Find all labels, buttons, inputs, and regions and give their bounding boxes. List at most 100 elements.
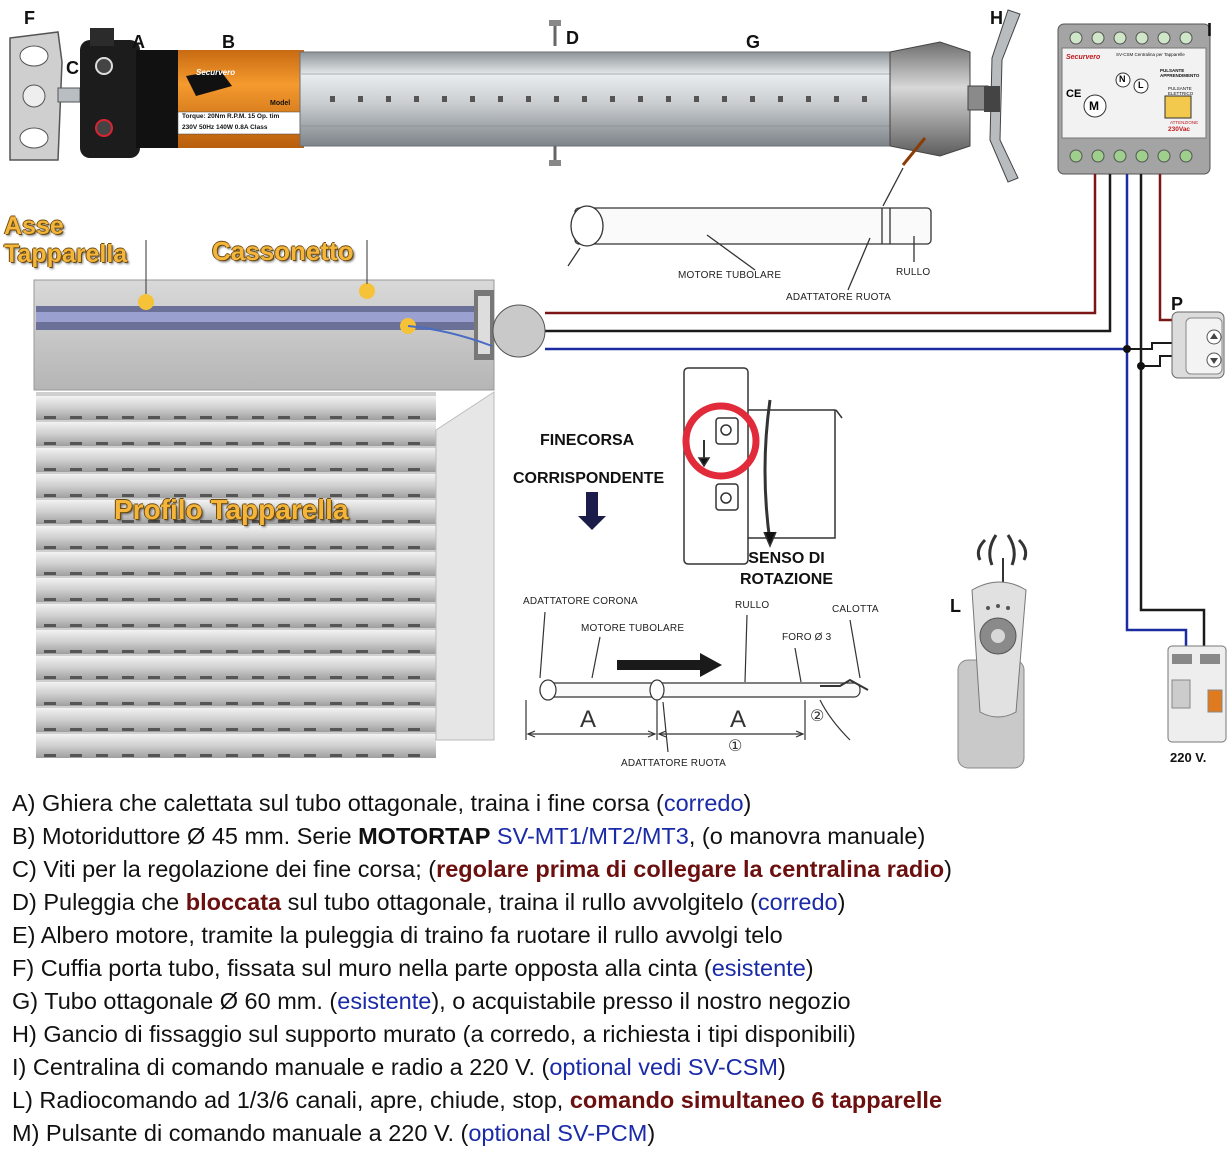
legend-text: ), o acquistabile presso il nostro negoz…	[431, 988, 851, 1014]
tube-hole	[498, 96, 503, 102]
shutter-slat-slot	[252, 624, 264, 627]
shutter-slat-slot	[382, 754, 394, 757]
terminal-screw	[1135, 149, 1149, 163]
shutter-slat-slot	[70, 520, 82, 523]
shutter-slat-slot	[304, 546, 316, 549]
motor-brand: Securvero	[196, 68, 236, 77]
shutter-slat-slot	[252, 598, 264, 601]
shutter-slat-slot	[148, 468, 160, 471]
legend: A) Ghiera che calettata sul tubo ottagon…	[12, 787, 1222, 1150]
shutter-slat-slot	[226, 728, 238, 731]
shutter-slat-slot	[252, 572, 264, 575]
shutter-slat-slot	[96, 754, 108, 757]
legend-text: , (o manovra manuale)	[688, 823, 926, 849]
asm-foro: FORO Ø 3	[782, 632, 832, 643]
shutter-slat-slot	[122, 416, 134, 419]
shutter-slat-slot	[70, 546, 82, 549]
shutter-slat-slot	[122, 520, 134, 523]
shutter-slat-slot	[356, 442, 368, 445]
legend-text: optional SV-PCM	[468, 1120, 648, 1146]
shutter-slat-slot	[278, 572, 290, 575]
legend-row: F) Cuffia porta tubo, fissata sul muro n…	[12, 952, 1222, 985]
shutter-slat-slot	[96, 728, 108, 731]
shutter-slat-slot	[278, 650, 290, 653]
legend-text: L) Radiocomando ad 1/3/6 canali, apre, c…	[12, 1087, 570, 1113]
label-cassonetto: Cassonetto	[212, 236, 354, 266]
terminal-screw	[1179, 31, 1193, 45]
schematic-tube	[567, 137, 932, 291]
terminal-screw	[1091, 31, 1105, 45]
shutter-slat-slot	[174, 442, 186, 445]
legend-text: regolare prima di collegare la centralin…	[436, 856, 945, 882]
shutter-slat-slot	[122, 754, 134, 757]
shutter-slat-slot	[278, 468, 290, 471]
shutter-slat-slot	[148, 598, 160, 601]
shutter-slat-slot	[122, 728, 134, 731]
shutter-slat-slot	[304, 520, 316, 523]
shutter-slat-slot	[200, 676, 212, 679]
motor-rpm: R.P.M. 15	[227, 113, 256, 120]
shutter-slat-slot	[330, 728, 342, 731]
tube-hole	[694, 96, 699, 102]
shutter-slat-slot	[278, 416, 290, 419]
shutter-slat-slot	[304, 572, 316, 575]
label-profilo: Profilo Tapparella	[114, 494, 349, 525]
circuit-breaker	[1167, 645, 1227, 743]
asm-rullo: RULLO	[735, 600, 770, 611]
shutter-slat-slot	[330, 572, 342, 575]
motor-class: Class	[250, 124, 268, 131]
shutter-slat-slot	[330, 650, 342, 653]
shutter-slat-slot	[44, 676, 56, 679]
shutter-slat-slot	[356, 598, 368, 601]
label-l: L	[950, 596, 961, 616]
legend-text: sul tubo ottagonale, traina il rullo avv…	[281, 889, 758, 915]
shutter-slat-slot	[44, 416, 56, 419]
shutter-slat-slot	[200, 416, 212, 419]
shutter-slat-slot	[226, 650, 238, 653]
tube-hole	[442, 96, 447, 102]
shutter-slat-slot	[174, 468, 186, 471]
shutter-slat-slot	[200, 650, 212, 653]
tube-holes	[330, 96, 867, 102]
asm-motore-tubolare: MOTORE TUBOLARE	[581, 623, 685, 634]
shutter-slat-slot	[226, 416, 238, 419]
shutter-slat-slot	[44, 442, 56, 445]
terminal-screw	[1069, 149, 1083, 163]
shutter-slat-slot	[226, 468, 238, 471]
shutter-slat-slot	[330, 676, 342, 679]
ctrl-voltage: 230Vac	[1168, 126, 1191, 133]
terminal-screw	[1157, 149, 1171, 163]
shutter-slat-slot	[330, 468, 342, 471]
shutter-slat-slot	[356, 728, 368, 731]
legend-text: corredo	[663, 790, 744, 816]
shutter-slat-slot	[356, 468, 368, 471]
shutter-slat-slot	[408, 546, 420, 549]
label-asse: Asse Tapparella	[4, 212, 128, 268]
shutter-slat-slot	[408, 520, 420, 523]
shutter-slat-slot	[382, 416, 394, 419]
shutter-slat-slot	[408, 624, 420, 627]
terminal-screw	[1157, 31, 1171, 45]
shutter-slat-slot	[174, 546, 186, 549]
shutter-slat-slot	[382, 624, 394, 627]
legend-text: G) Tubo ottagonale Ø 60 mm. (	[12, 988, 338, 1014]
shutter-slat-slot	[44, 702, 56, 705]
asm-adattatore-corona: ADATTATORE CORONA	[523, 596, 638, 607]
shutter-slat-slot	[174, 520, 186, 523]
shutter-slat-slot	[148, 520, 160, 523]
shutter-slat-slot	[96, 650, 108, 653]
legend-text: )	[805, 955, 814, 981]
tube-hole	[358, 96, 363, 102]
legend-text: )	[743, 790, 752, 816]
legend-text: I) Centralina di comando manuale e radio…	[12, 1054, 550, 1080]
shutter-slat-slot	[226, 702, 238, 705]
shutter-slat-slot	[44, 624, 56, 627]
shutter-slat-slot	[96, 624, 108, 627]
shutter-slat-slot	[200, 624, 212, 627]
shutter-slat-slot	[304, 754, 316, 757]
diagram-canvas	[9, 9, 1227, 769]
shutter-slat-slot	[200, 572, 212, 575]
shutter-slat-slot	[174, 416, 186, 419]
shutter-slat-slot	[70, 650, 82, 653]
shutter-slat-slot	[70, 676, 82, 679]
